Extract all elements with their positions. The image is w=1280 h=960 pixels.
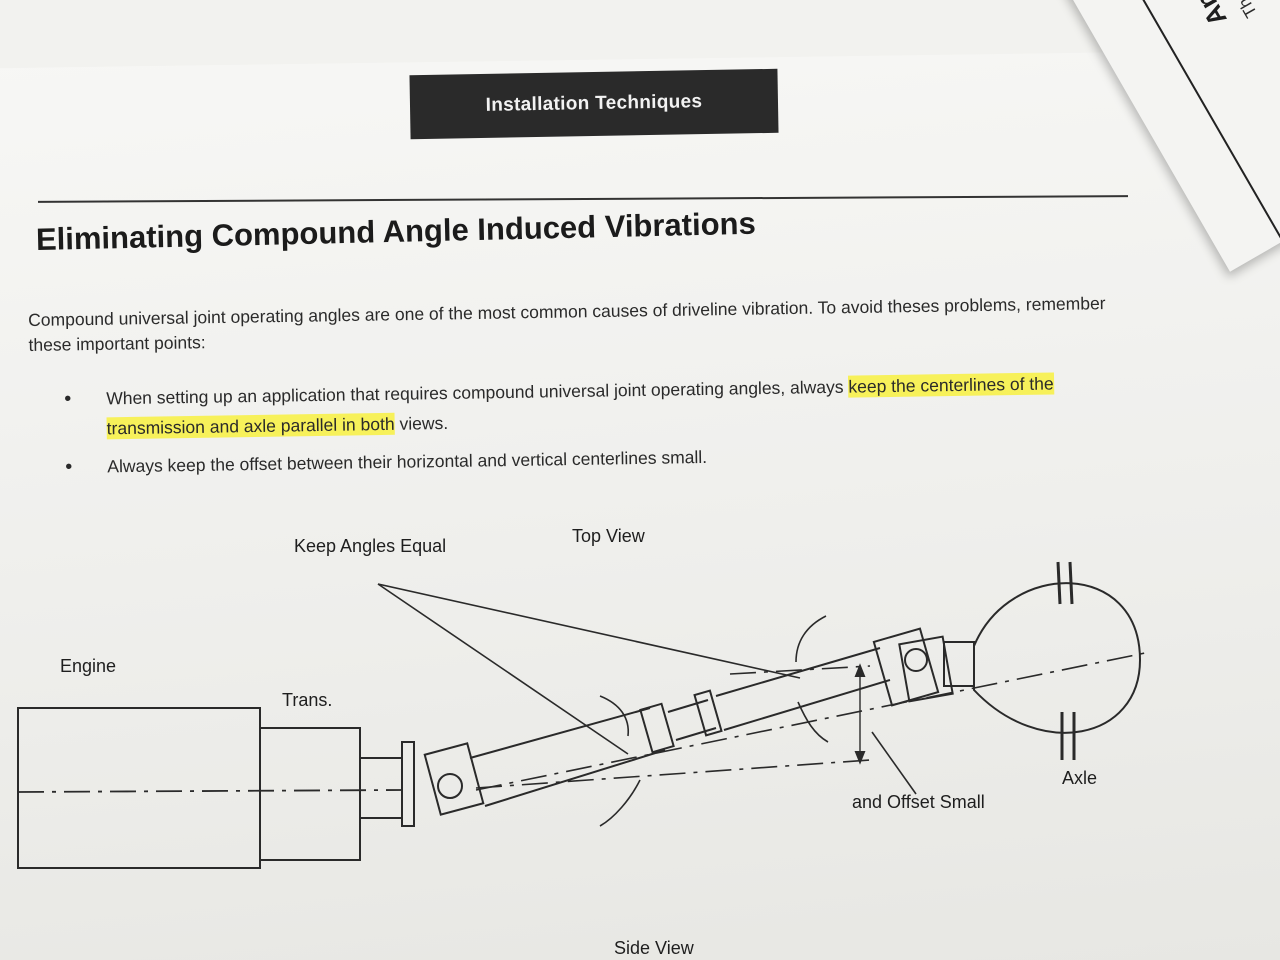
trans-label: Trans.	[282, 690, 333, 710]
axle-centerline-extension	[729, 665, 871, 675]
rear-u-joint	[872, 627, 940, 707]
slip-yoke-top	[715, 647, 881, 697]
transmission-block	[259, 727, 361, 861]
trans-centerline-extension	[475, 759, 871, 789]
trans-flange	[401, 741, 415, 827]
rear-u-joint-cross	[904, 648, 928, 672]
slip-tube-bottom	[675, 727, 717, 741]
front-angle-arc-top	[599, 695, 629, 737]
driveshaft-centerline	[475, 651, 1151, 791]
front-angle-arc-bottom	[599, 779, 641, 827]
angle-leader-rear	[377, 583, 801, 679]
axle-tube-top-b	[1068, 561, 1074, 605]
trans-output-housing	[359, 757, 403, 819]
driveshaft-tube-top	[469, 707, 651, 759]
driveshaft-weld-yoke	[639, 702, 675, 754]
offset-arrow-bottom	[854, 751, 866, 765]
rear-angle-arc-bottom	[797, 701, 829, 743]
front-u-joint	[423, 742, 485, 816]
axle-label: Axle	[1062, 768, 1098, 788]
keep-angles-equal-label: Keep Angles Equal	[294, 536, 447, 556]
angle-leader-front	[377, 583, 629, 755]
driveshaft-tube-bottom	[484, 749, 666, 807]
top-view-label: Top View	[572, 526, 645, 546]
slip-yoke-ring	[693, 689, 723, 737]
engine-label: Engine	[60, 656, 117, 676]
rear-angle-arc-top	[795, 615, 827, 663]
slip-yoke-bottom	[723, 679, 891, 731]
front-u-joint-cross	[437, 773, 463, 799]
offset-small-label: and Offset Small	[852, 792, 985, 812]
engine-centerline	[17, 789, 403, 793]
slip-tube-top	[667, 699, 709, 713]
offset-leader	[871, 731, 917, 795]
engine-block	[17, 707, 261, 869]
offset-arrow-top	[854, 663, 866, 677]
axle-differential	[973, 582, 1142, 734]
axle-tube-top-a	[1056, 561, 1062, 605]
axle-pinion-housing	[943, 641, 975, 687]
side-view-label: Side View	[614, 938, 694, 958]
